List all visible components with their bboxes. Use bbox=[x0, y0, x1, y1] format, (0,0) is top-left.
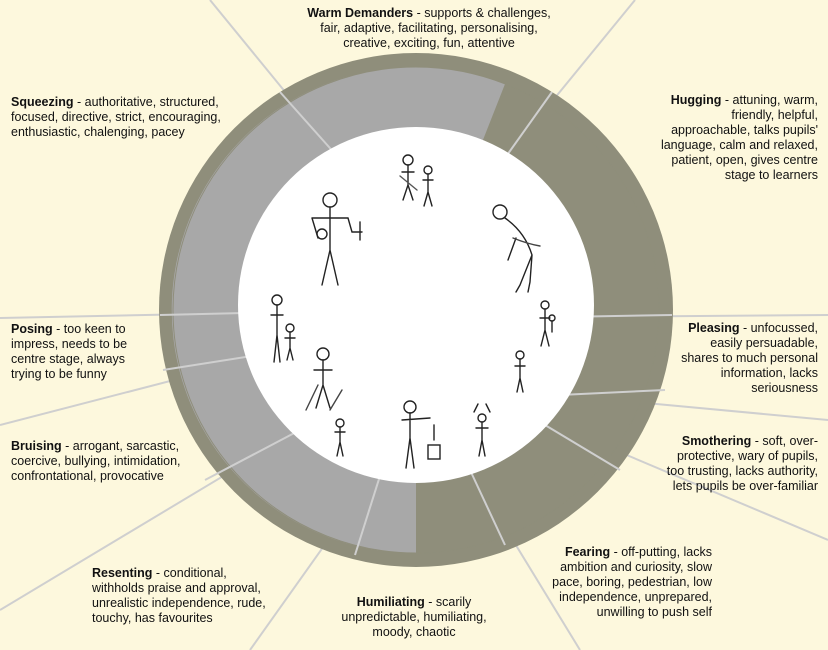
label-resenting: Resenting - conditional, withholds prais… bbox=[92, 566, 266, 625]
label-warm-demanders: Warm Demanders - supports & challenges, … bbox=[307, 6, 551, 50]
hugging-figure bbox=[492, 204, 541, 293]
label-pleasing: Pleasing - unfocussed, easily persuadabl… bbox=[681, 321, 818, 395]
resenting-figure bbox=[334, 418, 346, 457]
humiliating-figure bbox=[401, 400, 441, 469]
label-posing: Posing - too keen to impress, needs to b… bbox=[11, 322, 128, 381]
ring-spoke bbox=[469, 469, 506, 546]
squeezing-figure bbox=[311, 192, 363, 286]
posing-figure bbox=[270, 294, 296, 363]
label-humiliating: Humiliating - scarily unpredictable, hum… bbox=[341, 595, 487, 639]
figures bbox=[270, 154, 556, 469]
label-smothering: Smothering - soft, over-protective, wary… bbox=[666, 434, 818, 493]
bruising-figure bbox=[305, 347, 343, 411]
fearing-figure bbox=[473, 403, 491, 457]
smothering-figure bbox=[514, 350, 526, 393]
label-fearing: Fearing - off-putting, lacks ambition an… bbox=[552, 545, 712, 619]
inner-ring-edge bbox=[172, 66, 660, 554]
pleasing-figure bbox=[539, 300, 556, 347]
label-squeezing: Squeezing - authoritative, structured, f… bbox=[11, 95, 221, 139]
label-bruising: Bruising - arrogant, sarcastic, coercive… bbox=[11, 439, 181, 483]
label-hugging: Hugging - attuning, warm, friendly, help… bbox=[660, 93, 818, 182]
ring-spoke bbox=[499, 91, 553, 166]
ring-spoke bbox=[559, 389, 666, 396]
warm-demanders-figure bbox=[399, 154, 434, 207]
ring-spoke bbox=[204, 429, 301, 481]
